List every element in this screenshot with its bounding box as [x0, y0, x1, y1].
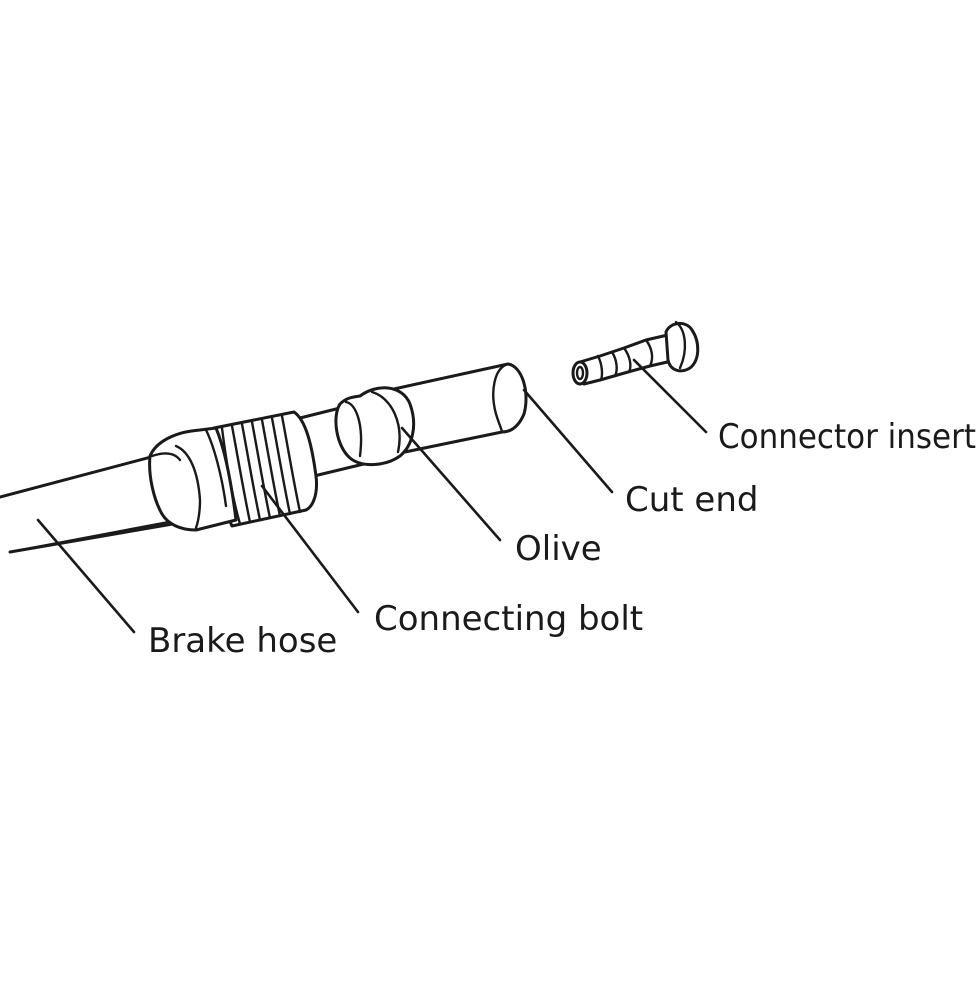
hex-nut [148, 426, 238, 532]
label-connecting-bolt: Connecting bolt [374, 599, 643, 639]
label-olive: Olive [515, 529, 602, 569]
leader-cut-end [522, 388, 614, 494]
connector-insert [571, 320, 700, 386]
leader-connector-insert [632, 358, 708, 434]
label-cut-end: Cut end [625, 480, 758, 520]
leader-lines [36, 358, 708, 634]
leader-connecting-bolt [260, 484, 360, 614]
label-brake-hose: Brake hose [148, 621, 337, 661]
olive [334, 386, 416, 466]
labels: Brake hose Connecting bolt Olive Cut end… [148, 417, 976, 661]
leader-brake-hose [36, 518, 136, 634]
label-connector-insert: Connector insert [718, 417, 976, 457]
leader-olive [400, 426, 502, 542]
hose-tube-right [378, 362, 528, 454]
